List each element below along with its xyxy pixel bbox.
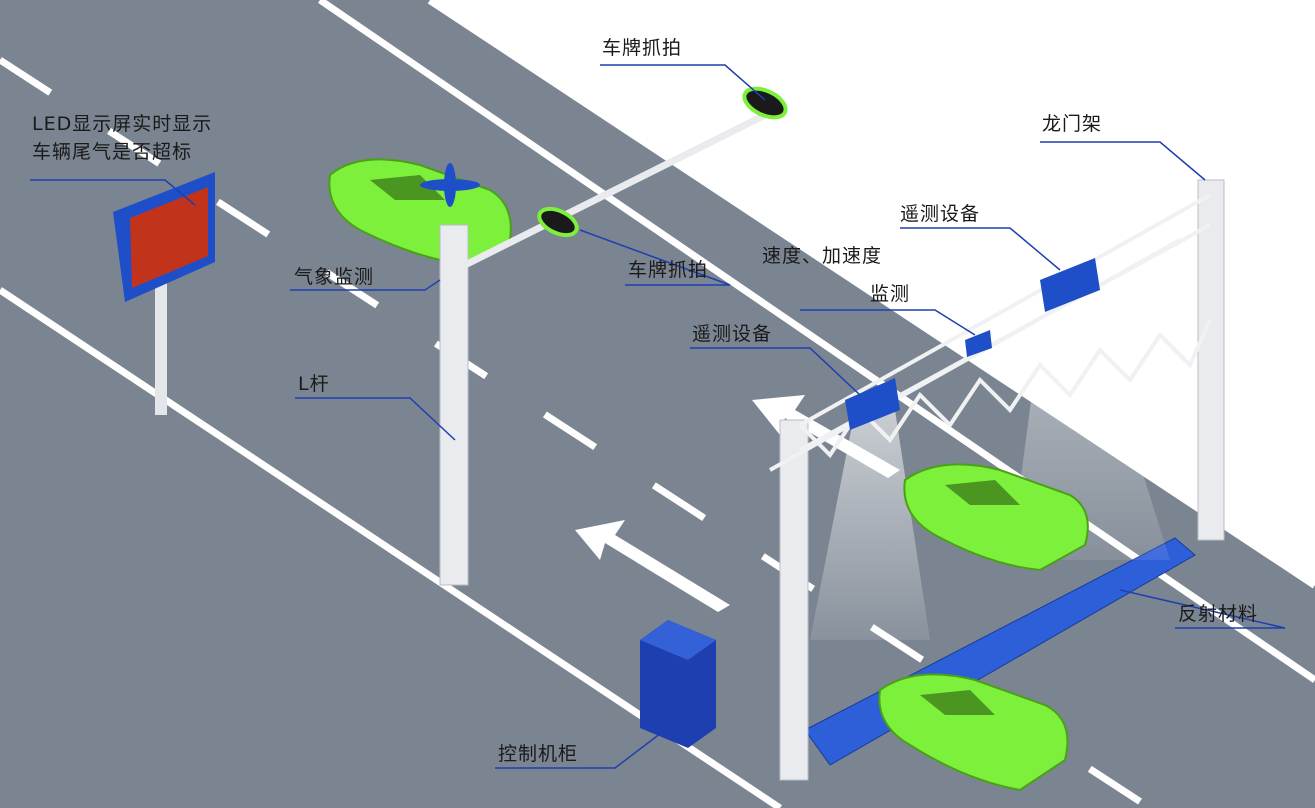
label-plate-capture-mid: 车牌抓拍 [628,259,709,281]
led-screen [130,187,208,288]
label-l-pole: L杆 [298,373,330,395]
leader-lines [30,64,1286,769]
label-led-line1: LED显示屏实时显示 [32,113,213,135]
label-telemetry-right: 遥测设备 [900,203,981,225]
gantry-truss [769,193,1212,472]
label-led-line2: 车辆尾气是否超标 [32,141,193,163]
car-windows [370,175,1020,715]
telemetry-device [845,378,900,430]
light-beam [810,410,930,640]
car [903,463,1089,572]
weather-station-icon [420,163,480,207]
label-cabinet: 控制机柜 [498,743,579,765]
label-weather: 气象监测 [294,266,375,288]
l-pole-arm [453,106,777,274]
label-telemetry-left: 遥测设备 [692,323,773,345]
plate-camera [537,206,579,238]
direction-arrow [575,520,730,612]
label-speed-line1: 速度、加速度 [762,245,883,267]
label-plate-capture-top: 车牌抓拍 [602,37,683,59]
label-gantry: 龙门架 [1042,113,1103,135]
control-cabinet [640,620,716,748]
speed-sensor [965,330,992,357]
gantry-pillar [1197,179,1225,541]
l-pole [439,224,469,586]
led-post [155,280,167,415]
label-speed-line2: 监测 [870,283,911,305]
telemetry-device [1040,258,1100,312]
gantry-pillar [779,419,809,781]
road-edge [427,0,1315,589]
car [878,673,1069,792]
label-reflector: 反射材料 [1178,603,1259,625]
plate-camera [742,86,788,120]
